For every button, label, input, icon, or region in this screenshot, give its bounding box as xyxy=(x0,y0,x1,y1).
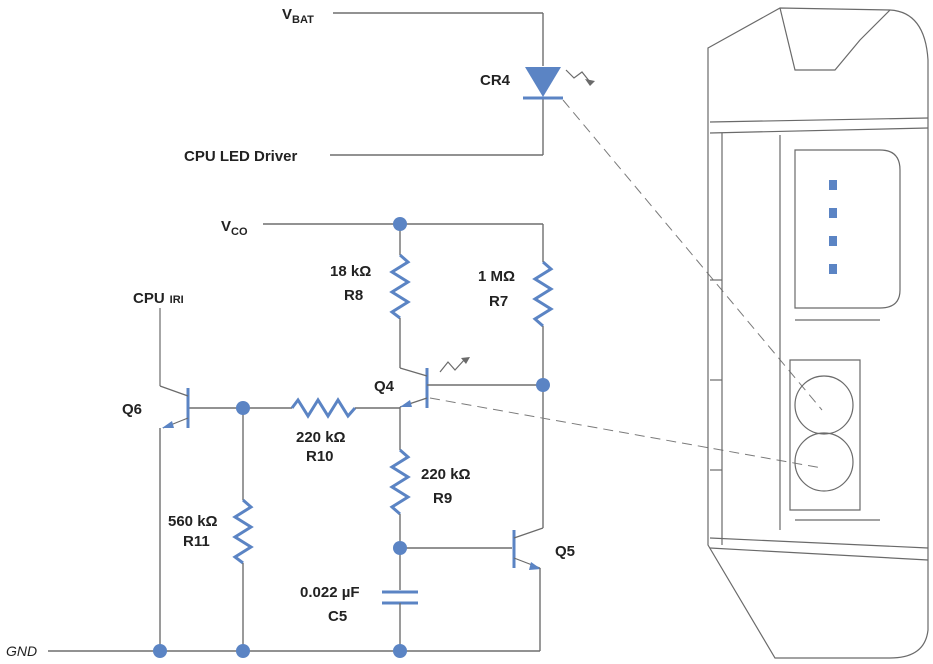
vco-label: VCO xyxy=(221,218,248,238)
r10-label: R10 xyxy=(306,448,334,465)
device-drawing xyxy=(707,7,929,659)
light-emission-arrow-icon xyxy=(585,79,595,86)
q6-transistor xyxy=(159,308,190,651)
r8-label: R8 xyxy=(344,287,363,304)
r7-value-label: 1 MΩ xyxy=(478,268,515,285)
led-circuit xyxy=(330,12,595,156)
r11-label: R11 xyxy=(183,533,210,550)
resistor-r8 xyxy=(389,253,411,320)
resistor-r10 xyxy=(290,397,357,419)
q6-label: Q6 xyxy=(122,401,142,418)
cpu-led-driver-label: CPU LED Driver xyxy=(184,148,298,165)
cr4-label: CR4 xyxy=(480,72,511,89)
vbat-label: VBAT xyxy=(282,6,314,26)
r9-value-label: 220 kΩ xyxy=(421,466,471,483)
r8-value-label: 18 kΩ xyxy=(330,263,371,280)
c5-value-label: 0.022 µF xyxy=(300,584,360,601)
q5-transistor xyxy=(512,385,544,651)
r11-value-label: 560 kΩ xyxy=(168,513,218,530)
r9-label: R9 xyxy=(433,490,452,507)
r10-value-label: 220 kΩ xyxy=(296,429,346,446)
cr4-led-symbol xyxy=(523,67,595,100)
circuit-nodes xyxy=(153,217,550,658)
q4-label: Q4 xyxy=(374,378,395,395)
r7-label: R7 xyxy=(489,293,508,310)
resistor-r9 xyxy=(389,448,411,516)
light-arrow-icon xyxy=(461,357,470,364)
gnd-label: GND xyxy=(6,643,37,659)
capacitor-c5 xyxy=(382,590,418,605)
q4-phototransistor xyxy=(399,357,543,408)
c5-label: C5 xyxy=(328,608,347,625)
resistor-r7 xyxy=(532,260,554,328)
resistor-r11 xyxy=(232,498,254,565)
q5-label: Q5 xyxy=(555,543,575,560)
